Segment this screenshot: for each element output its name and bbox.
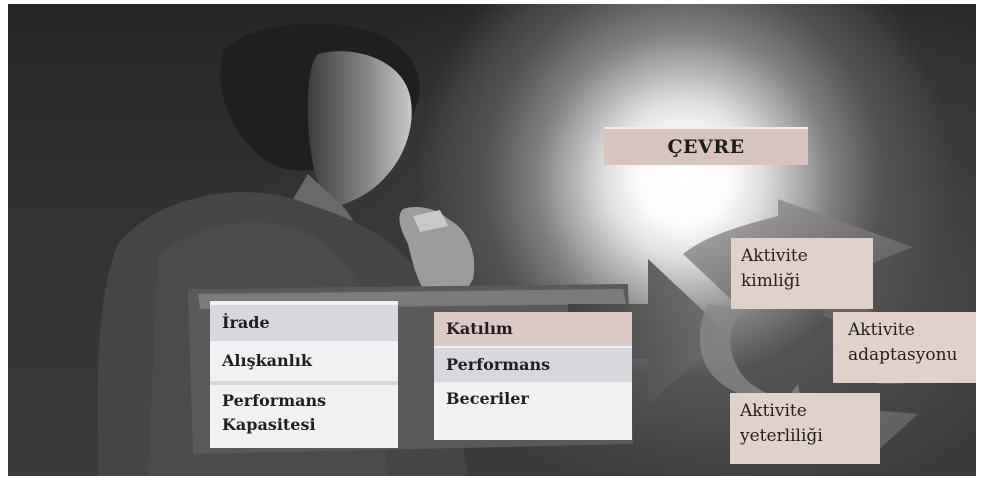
activity-identity-label: Aktivite kimliği: [731, 238, 873, 309]
activity-identity-line1: Aktivite: [741, 246, 808, 266]
hand-shape: [399, 207, 475, 301]
habituation-row: Alışkanlık: [210, 341, 398, 379]
activity-competence-line1: Aktivite: [740, 401, 807, 421]
diagram-frame: ÇEVRE Aktivite kimliği Aktivite adaptasy…: [8, 4, 976, 476]
skills-text: Beceriler: [446, 389, 529, 408]
activity-adaptation-line1: Aktivite: [848, 320, 915, 340]
row-divider: [210, 381, 398, 385]
activity-adaptation-line2: adaptasyonu: [848, 345, 958, 365]
activity-competence-label: Aktivite yeterliliği: [730, 393, 880, 464]
performance-capacity-line2: Kapasitesi: [222, 415, 316, 434]
habituation-text: Alışkanlık: [222, 351, 312, 370]
performance-text: Performans: [446, 355, 551, 374]
participation-text: Katılım: [446, 319, 513, 338]
volition-row: İrade: [210, 305, 398, 341]
arrow-shape: [568, 259, 728, 404]
participation-row: Katılım: [434, 312, 632, 346]
activity-competence-line2: yeterliliği: [740, 426, 823, 446]
skills-row: Beceriler: [434, 384, 632, 424]
performance-row: Performans: [434, 348, 632, 382]
activity-adaptation-label: Aktivite adaptasyonu: [833, 312, 976, 383]
face-shape: [308, 51, 412, 210]
volition-text: İrade: [222, 313, 270, 332]
activity-identity-line2: kimliği: [741, 271, 801, 291]
occupation-box: Katılım Performans Beceriler: [434, 312, 632, 440]
environment-label: ÇEVRE: [604, 127, 808, 165]
volition-box: İrade Alışkanlık Performans Kapasitesi: [210, 301, 398, 448]
performance-capacity-line1: Performans: [222, 391, 327, 410]
performance-capacity-row: Performans Kapasitesi: [210, 385, 398, 445]
